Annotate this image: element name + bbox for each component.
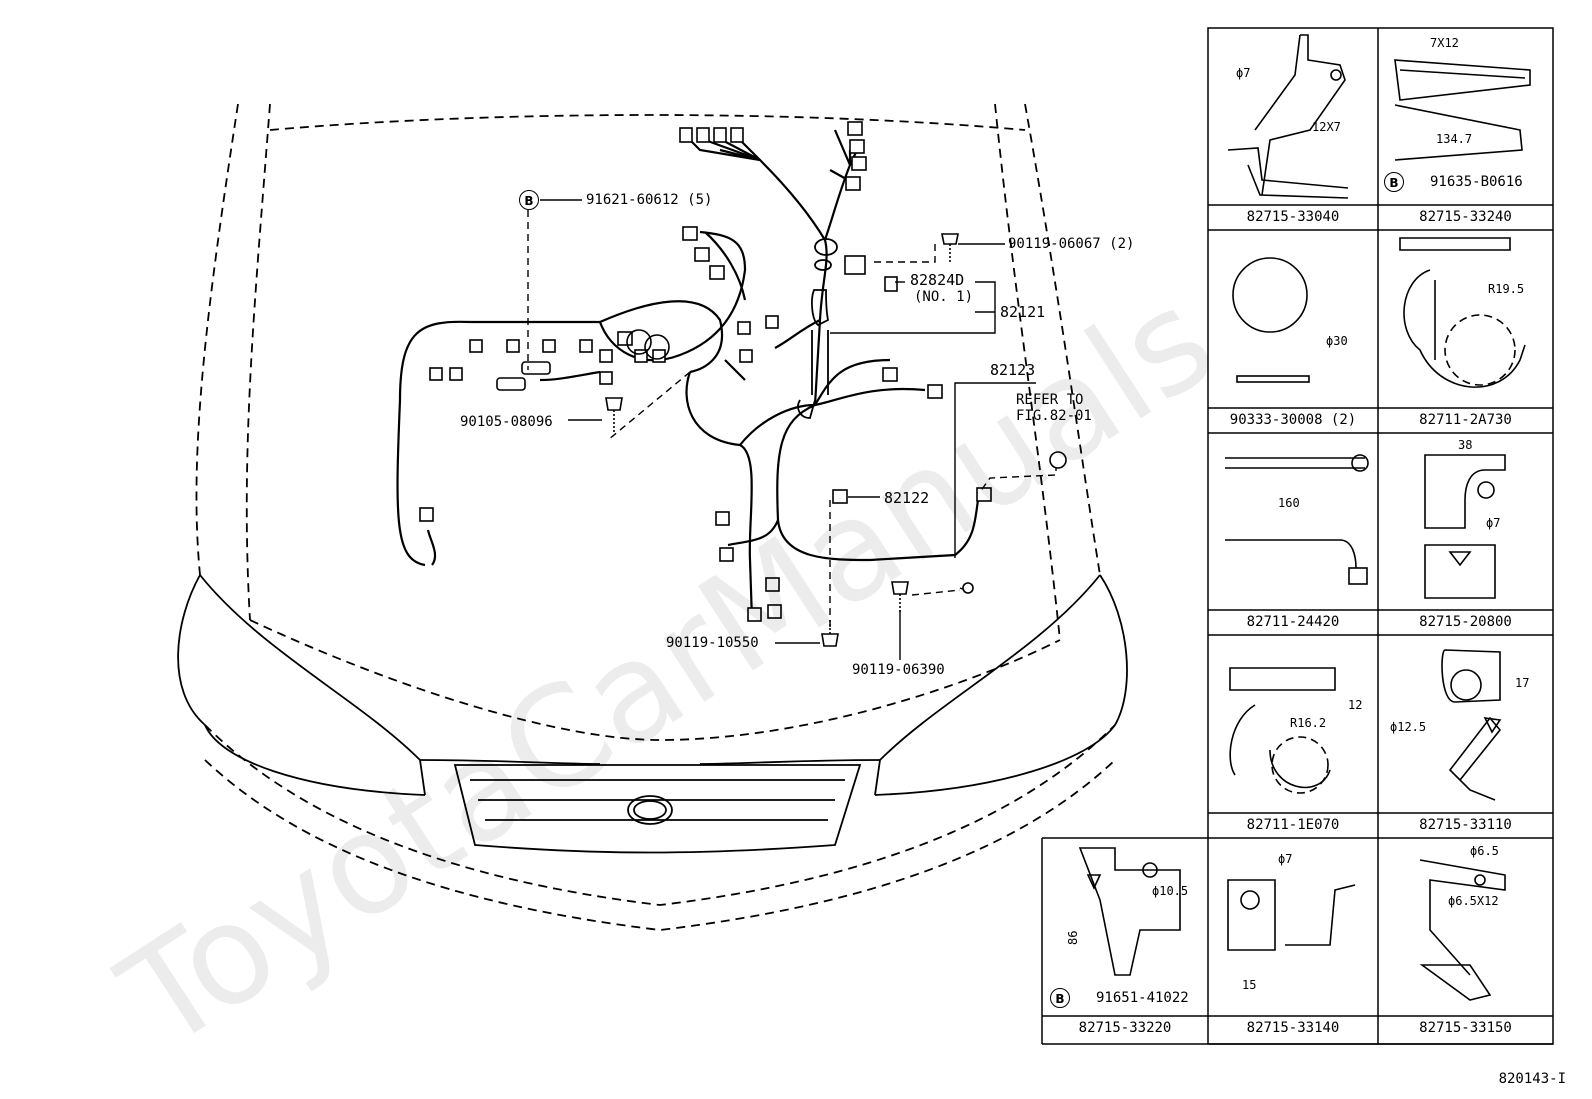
- grommet: [797, 238, 838, 419]
- part-82715-20800: 82715-20800: [1419, 614, 1512, 630]
- bolt-label-90119-06067: 90119-06067 (2): [1008, 236, 1135, 252]
- clamp-label-82824d: 82824D: [910, 271, 965, 289]
- part-82715-33150: 82715-33150: [1419, 1020, 1512, 1036]
- front-fascia: [177, 574, 1128, 854]
- dim-17: 17: [1515, 676, 1530, 690]
- bolts: [605, 233, 1067, 647]
- leader-lines-dashed: [527, 210, 1057, 630]
- dim-phi6-5x12: ϕ6.5X12: [1448, 894, 1499, 908]
- bolt-label-91635: 91635-B0616: [1430, 174, 1523, 190]
- b-marker-91651: B: [1050, 988, 1070, 1008]
- part-90333-30008: 90333-30008 (2): [1229, 412, 1357, 428]
- dim-12: 12: [1348, 698, 1363, 712]
- leader-lines: [540, 199, 1036, 660]
- car-body-outline: [195, 103, 1116, 931]
- fig-ref-label: FIG.82-01: [1016, 408, 1092, 424]
- part-82715-33110: 82715-33110: [1419, 817, 1512, 833]
- dim-r16-2: R16.2: [1290, 716, 1327, 730]
- part-82711-1E070: 82711-1E070: [1246, 817, 1340, 833]
- harness-lines: [396, 129, 980, 621]
- dim-phi6-5: ϕ6.5: [1470, 844, 1499, 858]
- dim-phi7-b: ϕ7: [1486, 516, 1501, 530]
- dim-12x7: 12X7: [1312, 120, 1341, 134]
- bolt-label-90105: 90105-08096: [460, 414, 553, 430]
- dim-86: 86: [1066, 930, 1080, 945]
- dim-134-7: 134.7: [1436, 132, 1473, 146]
- clamp-label-no1: (NO. 1): [914, 289, 974, 305]
- b-marker-left: B: [519, 190, 539, 210]
- dim-phi12-5: ϕ12.5: [1390, 720, 1427, 734]
- dim-r19-5: R19.5: [1488, 282, 1525, 296]
- dim-phi7-c: ϕ7: [1278, 852, 1293, 866]
- part-82711-2A730: 82711-2A730: [1419, 412, 1512, 428]
- part-82715-33240: 82715-33240: [1419, 209, 1512, 225]
- connectors: [419, 121, 992, 622]
- dim-38: 38: [1458, 438, 1473, 452]
- dim-7x12: 7X12: [1430, 36, 1459, 50]
- dim-phi30: ϕ30: [1326, 334, 1348, 348]
- bolt-label-90119-10550: 90119-10550: [666, 635, 759, 651]
- bolt-label-91651: 91651-41022: [1096, 990, 1189, 1006]
- dim-phi7-a: ϕ7: [1236, 66, 1251, 80]
- figure-id: 820143-I: [1498, 1071, 1566, 1087]
- dim-phi10-5: ϕ10.5: [1152, 884, 1189, 898]
- bolt-label-91621: 91621-60612 (5): [586, 192, 713, 208]
- part-82715-33140: 82715-33140: [1246, 1020, 1340, 1036]
- parts-table-grid: [1041, 27, 1554, 1045]
- part-sketches: [1078, 34, 1531, 1001]
- b-marker-91635: B: [1384, 172, 1404, 192]
- dim-15: 15: [1242, 978, 1257, 992]
- part-82715-33220: 82715-33220: [1078, 1020, 1172, 1036]
- harness-label-82123: 82123: [990, 361, 1036, 379]
- harness-label-82122: 82122: [884, 489, 930, 507]
- dim-160: 160: [1278, 496, 1300, 510]
- bolt-label-90119-06390: 90119-06390: [852, 662, 945, 678]
- refer-to-label: REFER TO: [1016, 392, 1084, 408]
- part-82711-24420: 82711-24420: [1246, 614, 1340, 630]
- harness-label-82121: 82121: [1000, 303, 1046, 321]
- part-82715-33040: 82715-33040: [1246, 209, 1340, 225]
